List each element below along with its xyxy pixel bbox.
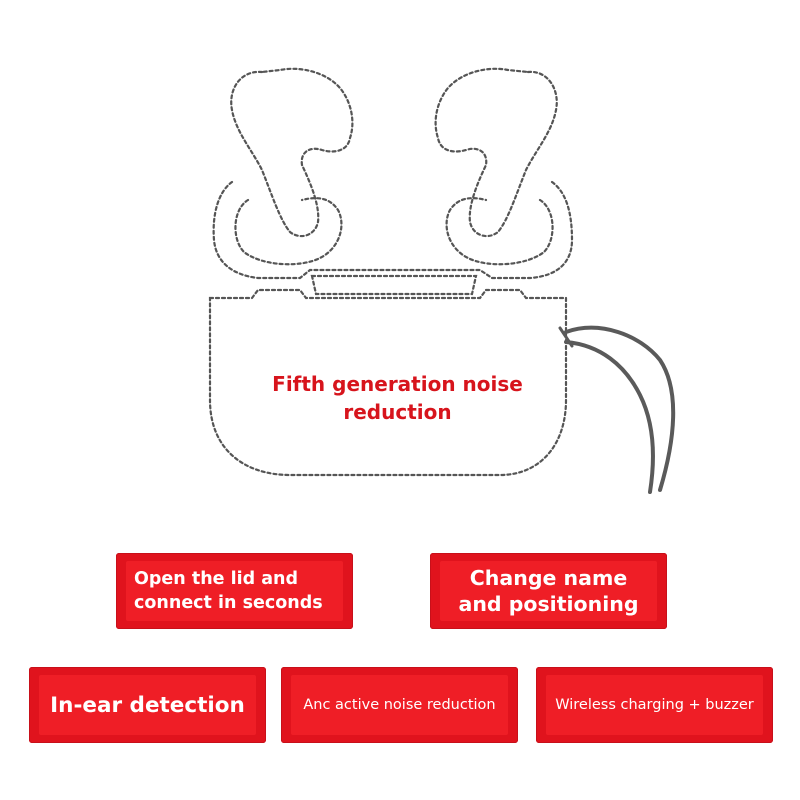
case-body-outline: [208, 288, 568, 477]
left-earbud-outline: [230, 67, 354, 238]
feature-label-wireless: Wireless charging + buzzer: [555, 697, 754, 713]
hinge-outline: [310, 274, 478, 296]
feature-label-open-lid: Open the lid and connect in seconds: [134, 569, 323, 613]
feature-badge-in-ear: In-ear detection: [29, 667, 266, 743]
lanyard-icon: [558, 325, 676, 494]
feature-label-change-name: Change name and positioning: [458, 566, 639, 616]
feature-label-anc: Anc active noise reduction: [303, 697, 496, 713]
feature-label-in-ear: In-ear detection: [50, 692, 245, 718]
feature-badge-wireless: Wireless charging + buzzer: [536, 667, 773, 743]
feature-badge-open-lid: Open the lid and connect in seconds: [116, 553, 353, 629]
earbuds-case-illustration: [208, 67, 676, 494]
right-cradle-outline: [445, 197, 554, 266]
right-earbud-outline: [434, 67, 558, 238]
headline: Fifth generation noise reduction: [272, 372, 523, 424]
case-lid-outline: [212, 180, 574, 280]
feature-badge-change-name: Change name and positioning: [430, 553, 667, 629]
left-cradle-outline: [234, 197, 343, 266]
feature-badge-anc: Anc active noise reduction: [281, 667, 518, 743]
